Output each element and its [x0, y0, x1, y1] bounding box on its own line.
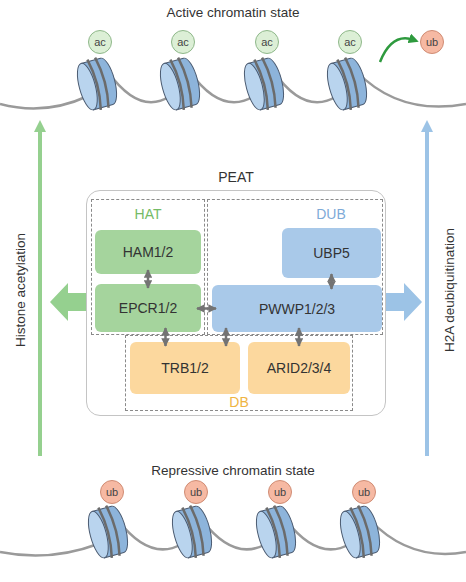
interaction-arrow	[330, 274, 333, 289]
node-text: ac	[94, 36, 106, 48]
protein-box: UBP5	[282, 228, 381, 278]
node-text: ub	[358, 486, 370, 498]
mark-circle: ub	[100, 480, 124, 504]
node-text: TRB1/2	[161, 360, 208, 376]
interaction-arrow	[164, 328, 167, 346]
nucleosome	[336, 502, 384, 562]
nucleosome	[252, 502, 300, 562]
nucleosome	[156, 54, 204, 114]
node-text: PWWP1/2/3	[259, 301, 335, 317]
module-region: DUB UBP5PWWP1/2/3	[207, 199, 383, 335]
interaction-arrow	[225, 328, 228, 346]
protein-box: EPCR1/2	[95, 284, 201, 332]
node-text: ub	[274, 486, 286, 498]
vertical-arrow	[425, 126, 429, 456]
node-text: ARID2/3/4	[267, 360, 332, 376]
protein-box: ARID2/3/4	[248, 342, 350, 394]
protein-box: HAM1/2	[95, 230, 201, 274]
interaction-arrow	[147, 270, 150, 288]
dna-strand	[0, 72, 466, 109]
mark-circle: ac	[88, 30, 112, 54]
interaction-arrow	[197, 307, 216, 310]
vertical-arrow	[38, 126, 42, 456]
nucleosome	[240, 54, 288, 114]
free-label: Histone acetylation	[13, 233, 28, 347]
mark-circle: ub	[420, 30, 444, 54]
protein-box: TRB1/2	[130, 342, 240, 394]
module-region: HAT HAM1/2EPCR1/2	[91, 199, 205, 335]
node-text: ub	[426, 36, 438, 48]
complex-box: PEATHATHAM1/2EPCR1/2DUBUBP5PWWP1/2/3DBTR…	[86, 190, 386, 416]
block-arrow	[386, 283, 422, 321]
group-label: HAT	[92, 206, 204, 222]
group-label: DB	[126, 394, 352, 410]
node-text: EPCR1/2	[119, 300, 177, 316]
free-label: Repressive chromatin state	[151, 463, 315, 478]
nucleosome	[323, 54, 371, 114]
mark-circle: ac	[338, 30, 362, 54]
nucleosome	[73, 54, 121, 114]
node-text: ac	[177, 36, 189, 48]
dna-strand	[0, 520, 466, 556]
node-text: HAM1/2	[123, 244, 174, 260]
nucleosome	[84, 502, 132, 562]
interaction-arrow	[298, 328, 301, 346]
group-label: DUB	[282, 206, 380, 222]
removal-arrow	[380, 38, 414, 62]
module-region: DB TRB1/2 ARID2/3/4	[125, 335, 353, 411]
free-label: H2A deubiquitination	[442, 228, 457, 352]
block-arrow	[50, 283, 86, 321]
node-text: UBP5	[313, 245, 350, 261]
mark-circle: ub	[352, 480, 376, 504]
node-text: ac	[261, 36, 273, 48]
nucleosome	[168, 502, 216, 562]
free-label: Active chromatin state	[167, 5, 300, 20]
mark-circle: ub	[268, 480, 292, 504]
mark-circle: ac	[171, 30, 195, 54]
mark-circle: ac	[255, 30, 279, 54]
node-text: ac	[344, 36, 356, 48]
mark-circle: ub	[184, 480, 208, 504]
protein-box: PWWP1/2/3	[212, 285, 382, 332]
node-text: ub	[190, 486, 202, 498]
group-label: PEAT	[87, 169, 385, 185]
node-text: ub	[106, 486, 118, 498]
